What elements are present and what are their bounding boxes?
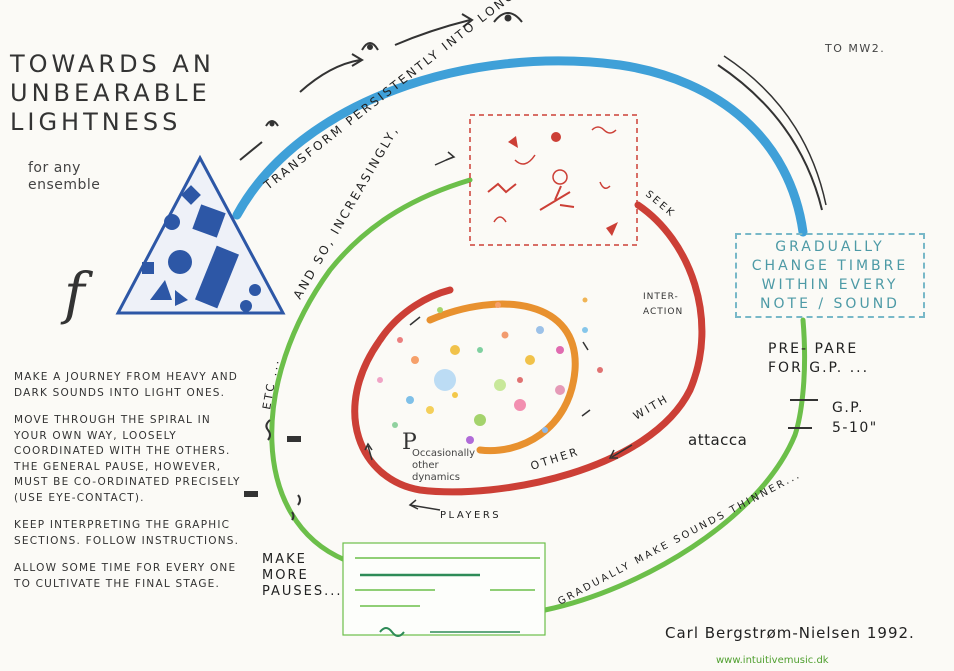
pause-marks xyxy=(244,419,301,521)
timbre-line-3: WITHIN EVERY xyxy=(761,276,899,293)
instruction-paragraph: ALLOW SOME TIME FOR EVERY ONE TO CULTIVA… xyxy=(14,562,237,590)
label-other: OTHER xyxy=(529,445,581,473)
dedication-note: TO MW2. xyxy=(825,42,886,55)
curved-arrow-icon xyxy=(717,64,823,211)
prepare-gp-note: PRE- PARE FOR G.P. ... xyxy=(768,340,869,378)
gp-line-1: G.P. xyxy=(832,400,865,416)
long-sounds-box xyxy=(342,542,546,637)
red-spiral-arc xyxy=(351,201,706,496)
orange-inner-spiral xyxy=(426,300,579,455)
interaction-label: INTER- ACTION xyxy=(643,290,683,320)
dynamics-note: Occasionally other dynamics xyxy=(412,448,475,484)
blue-spiral-arc xyxy=(232,56,808,237)
label-thinner: GRADUALLY MAKE SOUNDS THINNER... xyxy=(556,469,803,607)
piano-marking: P xyxy=(402,430,417,455)
heavy-sounds-triangle xyxy=(115,154,286,315)
label-transform: TRANSFORM PERSISTENTLY INTO LONG SOUNDS xyxy=(260,0,575,193)
forte-marking: f xyxy=(64,262,85,327)
pauses-line-2: MORE xyxy=(262,568,309,583)
fermata-icons xyxy=(265,12,523,127)
title-line-2: UNBEARABLE xyxy=(10,79,211,107)
label-players: PLAYERS xyxy=(440,510,501,521)
green-right-segment xyxy=(542,317,808,613)
timbre-line-4: NOTE / SOUND xyxy=(760,295,900,312)
timbre-line-1: GRADUALLY xyxy=(775,238,885,255)
instruction-paragraph: MOVE THROUGH THE SPIRAL IN YOUR OWN WAY,… xyxy=(14,414,241,504)
page-title: TOWARDS AN UNBEARABLE LIGHTNESS xyxy=(10,50,240,137)
interaction-line-2: ACTION xyxy=(643,307,684,317)
instruction-paragraph: MAKE A JOURNEY FROM HEAVY AND DARK SOUND… xyxy=(14,371,239,399)
timbre-line-2: CHANGE TIMBRE xyxy=(751,257,909,274)
direction-arrows xyxy=(364,151,633,511)
general-pause-note: G.P. 5-10" xyxy=(832,398,878,438)
light-sounds-dots xyxy=(377,297,603,444)
subtitle: for any ensemble xyxy=(28,160,101,193)
make-pauses-note: MAKE MORE PAUSES... xyxy=(262,552,343,600)
title-line-3: LIGHTNESS xyxy=(10,108,182,136)
website-link[interactable]: www.intuitivemusic.dk xyxy=(716,655,829,666)
progress-arrows xyxy=(239,13,474,161)
performance-instructions: MAKE A JOURNEY FROM HEAVY AND DARK SOUND… xyxy=(14,370,244,604)
gp-marks xyxy=(788,399,818,429)
green-left-arc xyxy=(269,177,473,563)
prepare-line-2: FOR G.P. ... xyxy=(768,360,870,376)
dynamics-line-1: Occasionally xyxy=(412,448,476,459)
prepare-line-1: PRE- PARE xyxy=(768,341,859,357)
instruction-paragraph: KEEP INTERPRETING THE GRAPHIC SECTIONS. … xyxy=(14,519,240,547)
interaction-line-1: INTER- xyxy=(643,292,679,302)
pauses-line-3: PAUSES... xyxy=(262,584,343,599)
pauses-line-1: MAKE xyxy=(262,552,307,567)
title-line-1: TOWARDS AN xyxy=(10,50,215,78)
attacca-marking: attacca xyxy=(688,431,748,449)
dynamics-line-2: other xyxy=(412,460,439,471)
dynamics-line-3: dynamics xyxy=(412,472,460,483)
gp-line-2: 5-10" xyxy=(832,420,878,436)
gestures-box xyxy=(469,114,638,246)
timbre-instruction-box: GRADUALLY CHANGE TIMBRE WITHIN EVERY NOT… xyxy=(735,233,925,318)
composer-signature: Carl Bergstrøm-Nielsen 1992. xyxy=(665,624,915,642)
